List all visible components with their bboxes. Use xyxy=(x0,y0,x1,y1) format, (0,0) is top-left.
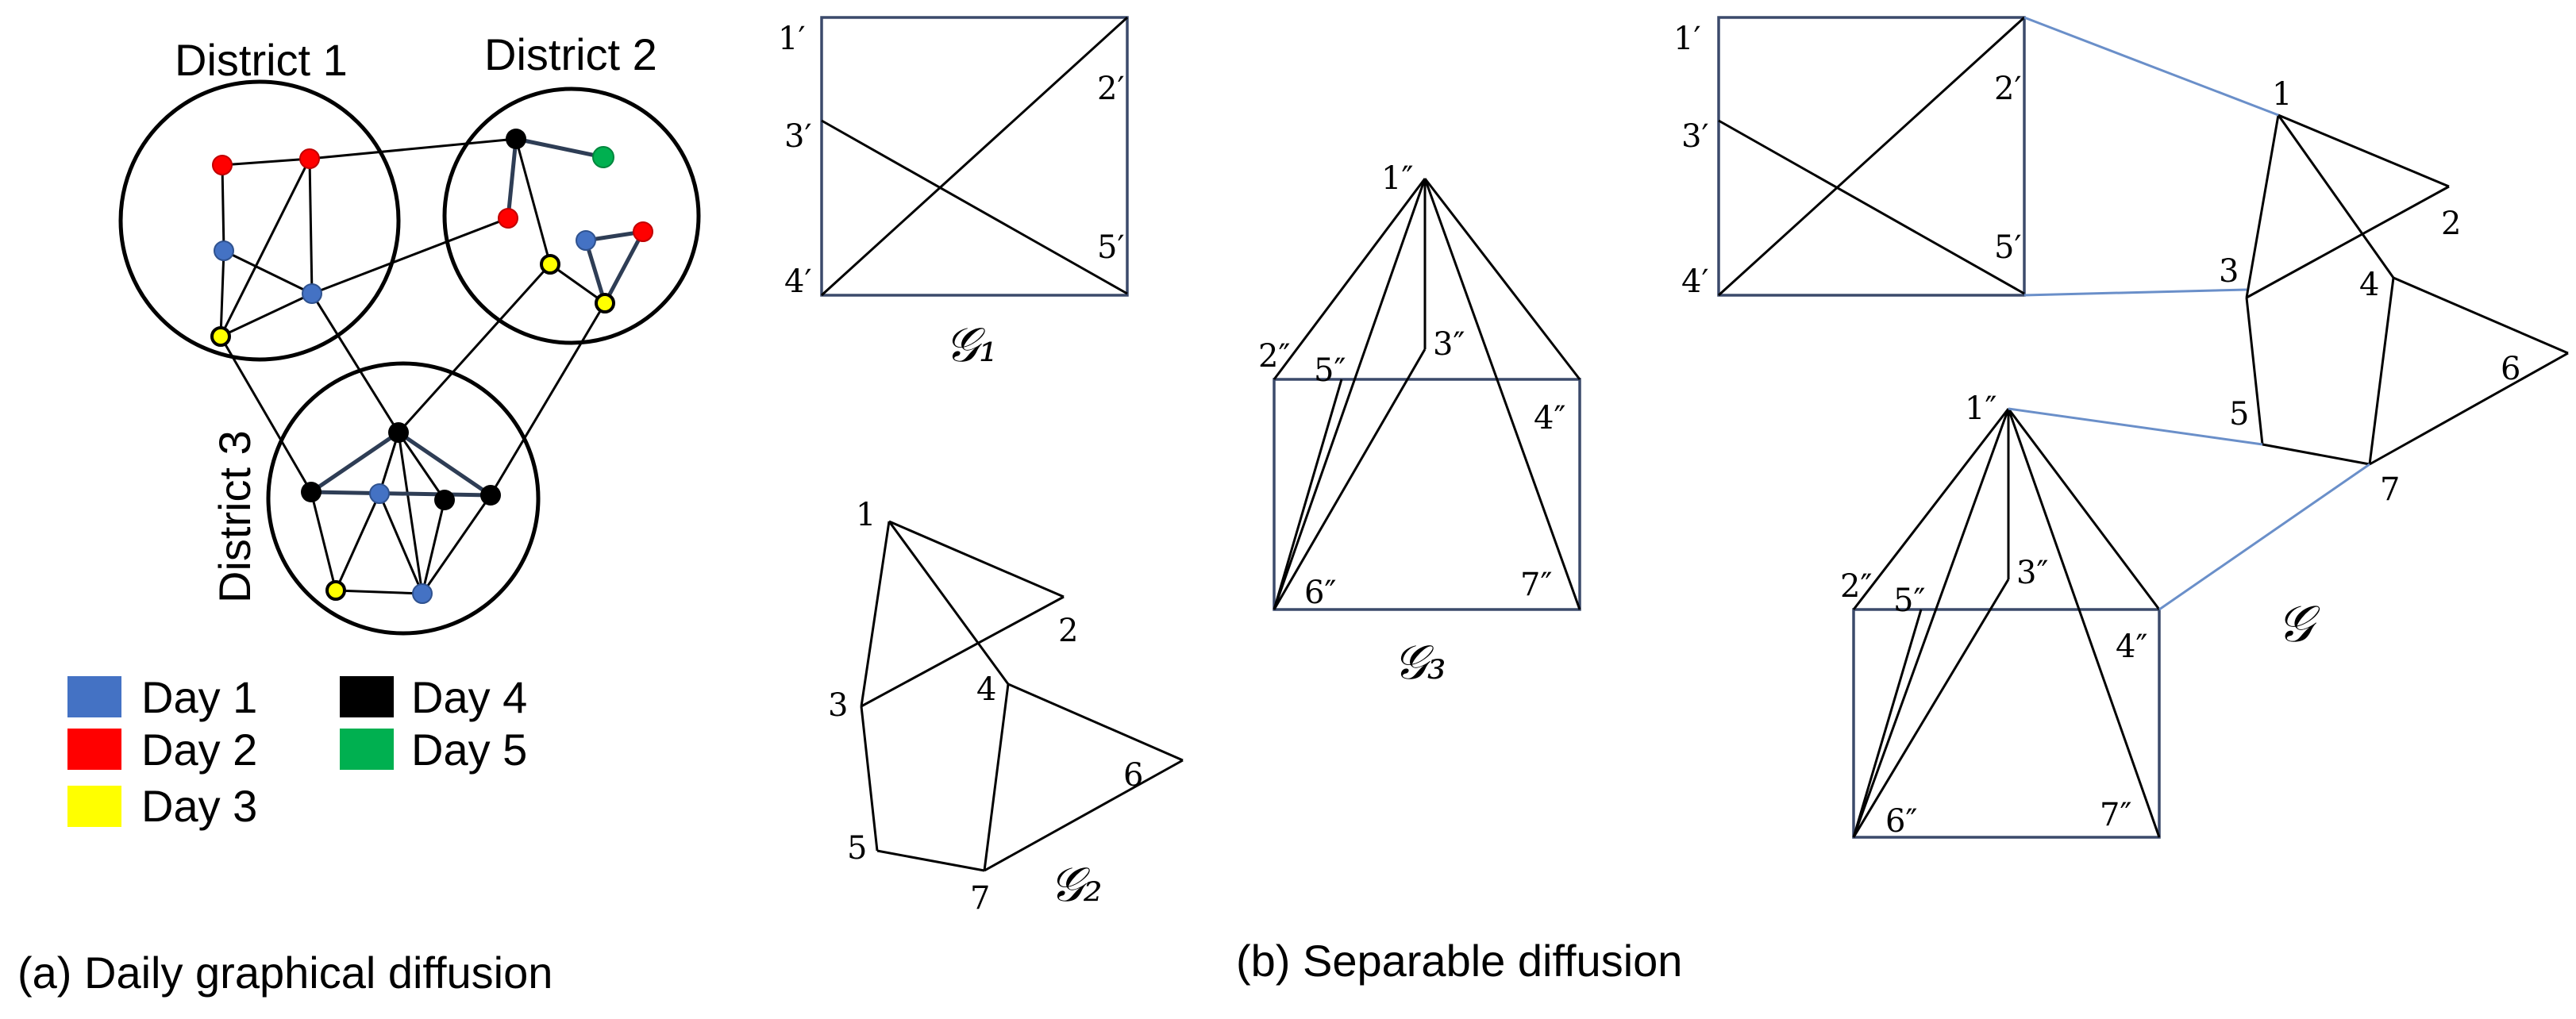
g1-label-4: 4′ xyxy=(784,263,812,300)
g-label-6pp: 6″ xyxy=(1885,803,1917,840)
legend-label-day4: Day 4 xyxy=(411,672,527,722)
graph-g1: 1′ 2′ 3′ 4′ 5′ 𝒢₁ xyxy=(778,16,1129,373)
graph-g2: 1 2 3 4 5 6 7 𝒢₂ xyxy=(828,497,1184,917)
panel-b: 1′ 2′ 3′ 4′ 5′ 𝒢₁ 1 2 3 4 5 6 7 𝒢₂ xyxy=(778,16,2569,986)
g-label-5: 5 xyxy=(2229,396,2249,433)
node-day4 xyxy=(506,129,526,149)
g1-name: 𝒢₁ xyxy=(945,317,998,373)
node-day4 xyxy=(480,485,501,506)
node-day1 xyxy=(214,240,234,261)
legend-label-day5: Day 5 xyxy=(411,725,527,775)
district-3-circle xyxy=(266,361,541,636)
g-label-3pp: 3″ xyxy=(2016,555,2048,591)
node-day2 xyxy=(212,155,233,175)
g3-label-1: 1″ xyxy=(1381,160,1413,197)
g3-label-5: 5″ xyxy=(1314,352,1346,389)
legend-label-day1: Day 1 xyxy=(141,672,257,722)
g-label-1pp: 1″ xyxy=(1965,390,1996,427)
node-day5 xyxy=(592,146,614,168)
legend-swatch-day5 xyxy=(340,729,394,770)
g-label-2: 2 xyxy=(2441,206,2461,242)
node-day1 xyxy=(576,230,596,251)
legend-label-day3: Day 3 xyxy=(141,781,257,831)
highlighted-edges xyxy=(310,137,645,498)
g3-label-3: 3″ xyxy=(1433,326,1465,363)
node-day4 xyxy=(388,422,409,443)
legend-swatch-day4 xyxy=(340,676,394,717)
g-label-1: 1 xyxy=(2272,76,2292,113)
legend-label-day2: Day 2 xyxy=(141,725,257,775)
g-label-2p: 2′ xyxy=(1994,71,2022,107)
g-label-5pp: 5″ xyxy=(1893,583,1925,619)
g1-label-3: 3′ xyxy=(784,118,812,155)
inter-graph-links xyxy=(2008,16,2370,611)
district-1-circle xyxy=(118,79,401,362)
panel-b-caption: (b) Separable diffusion xyxy=(1236,936,1682,986)
legend-swatch-day2 xyxy=(67,729,121,770)
panel-a: District 1 District 2 District 3 xyxy=(17,29,701,998)
district-2-circle xyxy=(442,87,701,345)
node-day1 xyxy=(369,483,390,504)
graph-g-combined: 1′ 2′ 3′ 4′ 5′ 1 2 3 4 5 6 7 xyxy=(1673,16,2569,840)
district-1-label: District 1 xyxy=(175,35,348,85)
g-label-4p: 4′ xyxy=(1681,263,1709,300)
node-day1 xyxy=(412,583,433,604)
g3-label-6: 6″ xyxy=(1304,575,1336,611)
g-label-7pp: 7″ xyxy=(2100,797,2131,833)
g1-label-2: 2′ xyxy=(1097,71,1125,107)
graph-g3: 1″ 2″ 3″ 4″ 5″ 6″ 7″ 𝒢₃ xyxy=(1258,160,1581,690)
g3-label-4: 4″ xyxy=(1534,400,1565,436)
g-label-3p: 3′ xyxy=(1681,118,1709,155)
g1-label-5: 5′ xyxy=(1097,229,1125,266)
g3-name: 𝒢₃ xyxy=(1393,635,1446,690)
legend: Day 1 Day 2 Day 3 Day 4 Day 5 xyxy=(67,672,527,831)
g-label-4: 4 xyxy=(2359,267,2379,303)
g2-label-2: 2 xyxy=(1058,613,1078,649)
node-day1 xyxy=(302,283,322,304)
g2-label-7: 7 xyxy=(970,880,990,917)
g2-label-1: 1 xyxy=(856,497,876,533)
g-name: 𝒢 xyxy=(2277,595,2320,654)
g-label-7: 7 xyxy=(2380,471,2400,508)
node-day3 xyxy=(210,326,231,347)
node-day2 xyxy=(299,148,320,169)
node-day4 xyxy=(301,482,322,502)
g-label-6: 6 xyxy=(2501,351,2520,387)
g2-label-3: 3 xyxy=(828,687,848,724)
g2-label-5: 5 xyxy=(847,830,867,867)
g-label-5p: 5′ xyxy=(1994,229,2022,266)
legend-swatch-day3 xyxy=(67,786,121,827)
panel-a-caption: (a) Daily graphical diffusion xyxy=(17,948,553,998)
g-label-1p: 1′ xyxy=(1673,21,1701,57)
node-day3 xyxy=(540,254,560,275)
daily-graph-nodes xyxy=(210,129,653,604)
g2-label-6: 6 xyxy=(1123,757,1143,794)
g2-label-4: 4 xyxy=(976,671,996,708)
node-day2 xyxy=(633,221,653,242)
g2-name: 𝒢₂ xyxy=(1049,857,1103,913)
g-label-2pp: 2″ xyxy=(1840,568,1872,605)
legend-swatch-day1 xyxy=(67,676,121,717)
g1-label-1: 1′ xyxy=(778,21,806,57)
node-day2 xyxy=(498,208,518,229)
g3-label-7: 7″ xyxy=(1520,567,1552,603)
g3-label-2: 2″ xyxy=(1258,338,1290,375)
node-day3 xyxy=(325,580,346,601)
daily-graph-edges xyxy=(219,137,606,595)
node-day4 xyxy=(434,490,455,510)
g-label-3: 3 xyxy=(2219,253,2239,290)
g-label-4pp: 4″ xyxy=(2116,629,2147,665)
node-day3 xyxy=(595,293,615,313)
district-3-label: District 3 xyxy=(210,430,260,603)
district-2-label: District 2 xyxy=(484,29,657,79)
